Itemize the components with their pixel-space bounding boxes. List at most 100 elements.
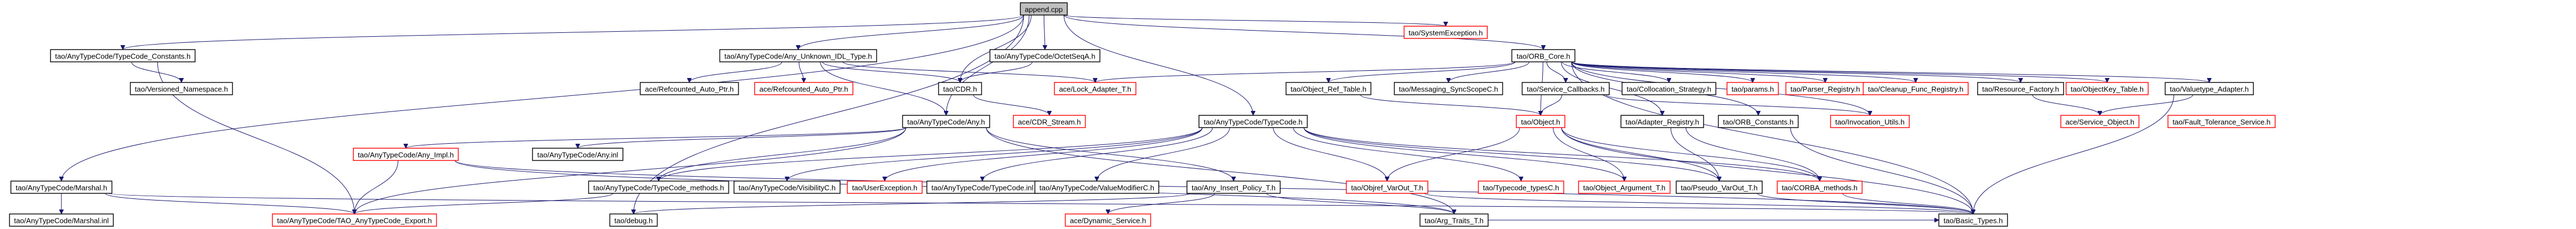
node-label: tao/Object.h bbox=[1521, 118, 1560, 126]
node-box bbox=[1777, 181, 1863, 194]
node-box bbox=[938, 82, 982, 95]
node-cleanup[interactable]: tao/Cleanup_Func_Registry.h bbox=[1863, 82, 1969, 95]
node-pseudo[interactable]: tao/Pseudo_VarOut_T.h bbox=[1676, 181, 1763, 194]
node-marshalinl[interactable]: tao/AnyTypeCode/Marshal.inl bbox=[9, 213, 114, 227]
node-basictypes[interactable]: tao/Basic_Types.h bbox=[1938, 213, 2008, 227]
node-dynsvc[interactable]: ace/Dynamic_Service.h bbox=[1064, 213, 1152, 227]
node-label: tao/AnyTypeCode/ValueModifierC.h bbox=[1039, 184, 1154, 192]
node-label: tao/params.h bbox=[1731, 85, 1774, 94]
node-marshal[interactable]: tao/AnyTypeCode/Marshal.h bbox=[10, 181, 113, 194]
edge-valuetype-to-svcobj bbox=[2100, 94, 2194, 116]
node-label: tao/Object_Argument_T.h bbox=[1583, 184, 1665, 192]
node-label: tao/Any_Insert_Policy_T.h bbox=[1192, 184, 1275, 192]
node-label: tao/Object_Ref_Table.h bbox=[1291, 85, 1366, 94]
node-resfactory[interactable]: tao/Resource_Factory.h bbox=[1977, 82, 2064, 95]
node-label: tao/AnyTypeCode/TypeCode.inl bbox=[932, 184, 1034, 192]
node-adapterreg[interactable]: tao/Adapter_Registry.h bbox=[1620, 115, 1704, 128]
node-valuemod[interactable]: tao/AnyTypeCode/ValueModifierC.h bbox=[1034, 181, 1159, 194]
node-sysexc[interactable]: tao/SystemException.h bbox=[1403, 26, 1488, 39]
node-syncscope[interactable]: tao/Messaging_SyncScopeC.h bbox=[1394, 82, 1503, 95]
edge-adapterreg-to-pseudo bbox=[1670, 127, 1719, 181]
node-orbcore[interactable]: tao/ORB_Core.h bbox=[1511, 49, 1576, 62]
node-label: ace/CDR_Stream.h bbox=[1018, 118, 1081, 126]
node-label: tao/Invocation_Utils.h bbox=[1835, 118, 1905, 126]
node-box bbox=[353, 148, 459, 161]
edge-root-to-any bbox=[946, 14, 1030, 115]
node-box bbox=[2165, 82, 2254, 95]
node-userexc[interactable]: tao/UserException.h bbox=[847, 181, 923, 194]
node-typecode[interactable]: tao/AnyTypeCode/TypeCode.h bbox=[1198, 115, 1308, 128]
node-anyinl[interactable]: tao/AnyTypeCode/Any.inl bbox=[532, 148, 623, 161]
node-argtraits[interactable]: tao/Arg_Traits_T.h bbox=[1419, 213, 1489, 227]
edge-marshal-to-taoexport bbox=[105, 193, 354, 215]
edge-any-to-anyinl bbox=[578, 127, 906, 149]
node-valuetype[interactable]: tao/Valuetype_Adapter.h bbox=[2165, 82, 2254, 95]
node-box bbox=[272, 213, 437, 227]
node-refauto[interactable]: ace/Refcounted_Auto_Ptr.h bbox=[640, 82, 739, 95]
node-box bbox=[1198, 115, 1308, 128]
node-label: tao/AnyTypeCode/VisibilityC.h bbox=[738, 184, 836, 192]
node-root[interactable]: append.cpp bbox=[1020, 2, 1068, 16]
node-objvarout[interactable]: tao/Objref_VarOut_T.h bbox=[1346, 181, 1428, 194]
node-box bbox=[1830, 115, 1910, 128]
edge-root-to-cdr bbox=[960, 14, 1032, 82]
node-constants[interactable]: tao/AnyTypeCode/TypeCode_Constants.h bbox=[50, 49, 196, 62]
edge-anyimpl-to-taoexport bbox=[354, 160, 399, 214]
node-params[interactable]: tao/params.h bbox=[1726, 82, 1779, 95]
node-label: tao/Typecode_typesC.h bbox=[1483, 184, 1560, 192]
node-cdr[interactable]: tao/CDR.h bbox=[938, 82, 982, 95]
node-object[interactable]: tao/Object.h bbox=[1515, 115, 1566, 128]
node-box bbox=[1020, 2, 1068, 16]
node-colloc[interactable]: tao/Collocation_Strategy.h bbox=[1622, 82, 1716, 95]
edge-orbcore-to-params bbox=[1571, 61, 1753, 83]
node-label: ace/Lock_Adapter_T.h bbox=[1059, 85, 1131, 94]
node-taoexport[interactable]: tao/AnyTypeCode/TAO_AnyTypeCode_Export.h bbox=[272, 213, 437, 227]
node-typecodetypes[interactable]: tao/Typecode_typesC.h bbox=[1478, 181, 1565, 194]
node-box bbox=[532, 148, 623, 161]
node-box bbox=[10, 181, 113, 194]
node-box bbox=[588, 181, 730, 194]
node-octetseq[interactable]: tao/AnyTypeCode/OctetSeqA.h bbox=[989, 49, 1101, 62]
node-label: tao/Objref_VarOut_T.h bbox=[1351, 184, 1423, 192]
node-objreftable[interactable]: tao/Object_Ref_Table.h bbox=[1285, 82, 1371, 95]
node-cdrstream[interactable]: ace/CDR_Stream.h bbox=[1013, 115, 1086, 128]
node-corbamethods[interactable]: tao/CORBA_methods.h bbox=[1777, 181, 1863, 194]
edge-unknown-to-locklock bbox=[842, 61, 1095, 83]
node-svccb[interactable]: tao/Service_Callbacks.h bbox=[1522, 82, 1610, 95]
edge-orbcore-to-colloc bbox=[1562, 61, 1669, 83]
node-objarg[interactable]: tao/Object_Argument_T.h bbox=[1578, 181, 1671, 194]
edge-marshal-to-basictypes bbox=[108, 193, 1974, 214]
edge-orbcore-to-svccb bbox=[1546, 61, 1566, 83]
node-unknown[interactable]: tao/AnyTypeCode/Any_Unknown_IDL_Type.h bbox=[719, 49, 877, 62]
node-objkeytable[interactable]: tao/ObjectKey_Table.h bbox=[2065, 82, 2149, 95]
node-box bbox=[2167, 115, 2276, 128]
node-methods[interactable]: tao/AnyTypeCode/TypeCode_methods.h bbox=[588, 181, 730, 194]
node-label: tao/Basic_Types.h bbox=[1944, 217, 2003, 225]
edge-orbcore-to-adapterreg bbox=[1561, 61, 1662, 115]
node-locklock[interactable]: ace/Lock_Adapter_T.h bbox=[1054, 82, 1136, 95]
node-verns[interactable]: tao/Versioned_Namespace.h bbox=[129, 82, 233, 95]
edge-orbcore-to-parser bbox=[1571, 61, 1826, 83]
node-visibility[interactable]: tao/AnyTypeCode/VisibilityC.h bbox=[733, 181, 841, 194]
node-debug[interactable]: tao/debug.h bbox=[609, 213, 658, 227]
edge-orbcore-to-valuetype bbox=[1571, 61, 2210, 83]
node-box bbox=[50, 49, 196, 62]
node-invutils[interactable]: tao/Invocation_Utils.h bbox=[1830, 115, 1910, 128]
edge-orbcore-to-objreftable bbox=[1328, 61, 1515, 83]
node-svcobj[interactable]: ace/Service_Object.h bbox=[2060, 115, 2140, 128]
node-label: tao/Versioned_Namespace.h bbox=[135, 85, 228, 94]
edge-typecode-to-valuemod bbox=[1097, 127, 1230, 181]
node-insert[interactable]: tao/Any_Insert_Policy_T.h bbox=[1186, 181, 1281, 194]
node-tcinl[interactable]: tao/AnyTypeCode/TypeCode.inl bbox=[926, 181, 1039, 194]
node-label: tao/Fault_Tolerance_Service.h bbox=[2172, 118, 2271, 126]
node-box bbox=[989, 49, 1101, 62]
node-any[interactable]: tao/AnyTypeCode/Any.h bbox=[902, 115, 990, 128]
node-parser[interactable]: tao/Parser_Registry.h bbox=[1785, 82, 1865, 95]
node-label: ace/Refcounted_Auto_Ptr.h bbox=[759, 85, 848, 94]
edge-object-to-objvarout bbox=[1387, 127, 1520, 181]
node-refauto2[interactable]: ace/Refcounted_Auto_Ptr.h bbox=[754, 82, 853, 95]
node-anyimpl[interactable]: tao/AnyTypeCode/Any_Impl.h bbox=[353, 148, 459, 161]
node-orbconst[interactable]: tao/ORB_Constants.h bbox=[1718, 115, 1799, 128]
node-faulttol[interactable]: tao/Fault_Tolerance_Service.h bbox=[2167, 115, 2276, 128]
edge-typecode-to-pseudo bbox=[1303, 127, 1719, 182]
